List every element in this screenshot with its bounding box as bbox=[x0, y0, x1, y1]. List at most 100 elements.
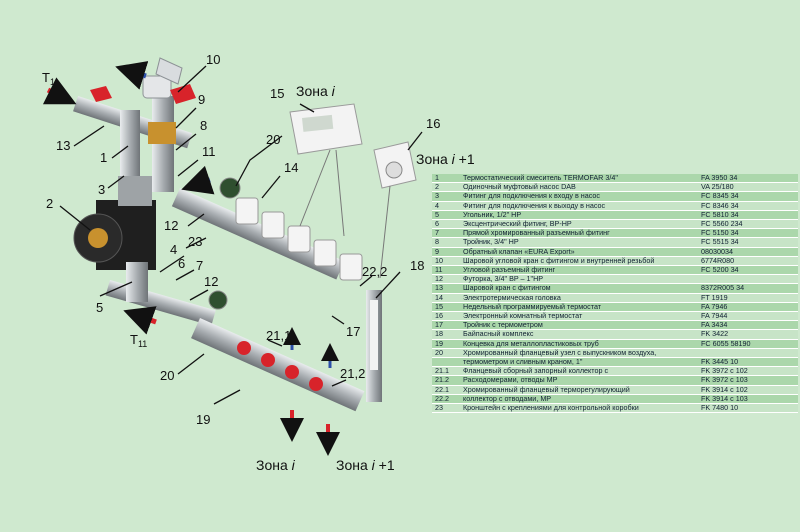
part-number: 4 bbox=[432, 201, 460, 211]
part-name: Расходомерами, отводы МР bbox=[460, 375, 698, 386]
part-code: VA 25/180 bbox=[698, 182, 798, 193]
check-valve-brass bbox=[148, 122, 176, 144]
part-number: 23 bbox=[432, 403, 460, 414]
flow-arrow-top-out bbox=[115, 61, 149, 90]
part-number: 14 bbox=[432, 293, 460, 303]
part-name: Одиночный муфтовый насос DAB bbox=[460, 182, 698, 193]
part-number: 18 bbox=[432, 329, 460, 340]
part-code: FA 7944 bbox=[698, 311, 798, 322]
label-4: 4 bbox=[170, 242, 177, 257]
label-10: 10 bbox=[206, 52, 220, 67]
part-code: FA 7946 bbox=[698, 302, 798, 313]
part-number: 1 bbox=[432, 174, 460, 184]
part-number: 20 bbox=[432, 348, 460, 359]
part-code: 6774R080 bbox=[698, 256, 798, 267]
part-name: Концевка для металлопластиковых труб bbox=[460, 339, 698, 349]
part-name: Недельный программируемый термостат bbox=[460, 302, 698, 313]
zone-top-label: Зона i bbox=[296, 83, 336, 99]
part-number: 11 bbox=[432, 265, 460, 276]
part-name: Футорка, 3/4" BP – 1"HP bbox=[460, 274, 698, 285]
part-name: Прямой хромированный разъемный фитинг bbox=[460, 228, 698, 239]
part-name: Фитинг для подключения к выходу в насос bbox=[460, 201, 698, 211]
part-code: FK 3914 c 103 bbox=[698, 394, 798, 405]
label-6: 6 bbox=[178, 256, 185, 271]
part-number: 12 bbox=[432, 274, 460, 285]
label-16: 16 bbox=[426, 116, 440, 131]
label-t11: T11 bbox=[130, 332, 147, 349]
label-17: 17 bbox=[346, 324, 360, 339]
part-number: 22.2 bbox=[432, 394, 460, 405]
part-code: FT 1919 bbox=[698, 293, 798, 303]
part-code bbox=[698, 274, 798, 285]
label-14: 14 bbox=[284, 160, 298, 175]
part-code: FC 5200 34 bbox=[698, 265, 798, 276]
part-number: 17 bbox=[432, 320, 460, 331]
part-number: 10 bbox=[432, 256, 460, 267]
label-15: 15 bbox=[270, 86, 284, 101]
label-11: 11 bbox=[202, 144, 216, 159]
label-23: 23 bbox=[188, 234, 202, 249]
part-number: 2 bbox=[432, 182, 460, 193]
part-name: Термостатический смеситель TERMOFAR 3/4" bbox=[460, 174, 698, 184]
label-t1: T1 bbox=[42, 70, 55, 87]
supply-manifold bbox=[171, 177, 363, 281]
part-code bbox=[698, 348, 798, 359]
part-name: Эксцентрический фитинг, BP-HP bbox=[460, 219, 698, 230]
part-number: 19 bbox=[432, 339, 460, 349]
zone-bottom-left-label: Зона i bbox=[256, 457, 296, 473]
part-code: FK 7480 10 bbox=[698, 403, 798, 414]
part-name: Обратный клапан «EURA Export» bbox=[460, 247, 698, 257]
part-code: FC 5150 34 bbox=[698, 228, 798, 239]
label-21-1: 21,1 bbox=[266, 328, 291, 343]
label-22-2: 22,2 bbox=[362, 264, 387, 279]
label-20-bottom: 20 bbox=[160, 368, 174, 383]
ball-valve-10 bbox=[170, 84, 196, 104]
bypass-kit bbox=[366, 290, 382, 402]
label-21-2: 21,2 bbox=[340, 366, 365, 381]
flow-arrow-11 bbox=[181, 165, 215, 195]
part-number: 9 bbox=[432, 247, 460, 257]
part-code: FK 3914 c 102 bbox=[698, 385, 798, 395]
part-code: FA 3950 34 bbox=[698, 174, 798, 184]
ball-valve-t1 bbox=[90, 86, 112, 102]
part-number bbox=[432, 357, 460, 368]
part-code: FC 5560 234 bbox=[698, 219, 798, 230]
part-name: Хромированный фланцевый терморегулирующи… bbox=[460, 385, 698, 395]
part-name: Шаровой угловой кран с фитингом и внутре… bbox=[460, 256, 698, 267]
zone-bottom-right-label: Зона i +1 bbox=[336, 457, 395, 473]
part-code: FC 8345 34 bbox=[698, 191, 798, 202]
part-number: 22.1 bbox=[432, 385, 460, 395]
label-18: 18 bbox=[410, 258, 424, 273]
part-number: 7 bbox=[432, 228, 460, 239]
label-1: 1 bbox=[100, 150, 107, 165]
label-2: 2 bbox=[46, 196, 53, 211]
part-number: 6 bbox=[432, 219, 460, 230]
part-number: 8 bbox=[432, 237, 460, 248]
part-name: Тройник, 3/4" HP bbox=[460, 237, 698, 248]
circulation-pump bbox=[73, 176, 156, 270]
part-number: 3 bbox=[432, 191, 460, 202]
flow-arrow-t11-out bbox=[123, 306, 157, 335]
part-name: Хромированный фланцевый узел с выпускник… bbox=[460, 348, 698, 359]
label-8: 8 bbox=[200, 118, 207, 133]
label-19: 19 bbox=[196, 412, 210, 427]
return-manifold bbox=[191, 290, 365, 412]
